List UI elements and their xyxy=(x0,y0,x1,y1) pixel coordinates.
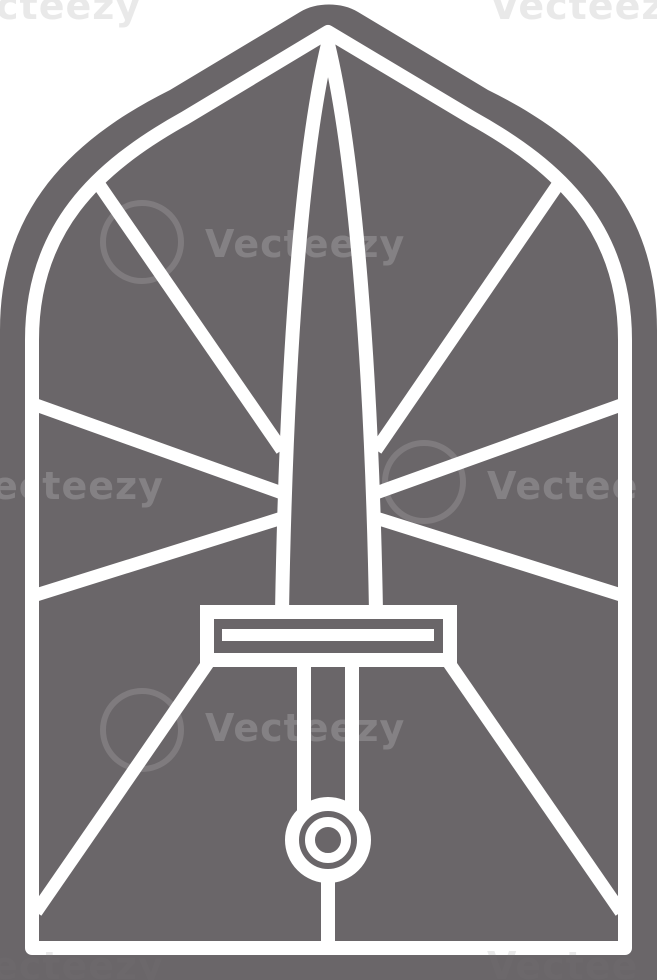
crossguard-inner-line xyxy=(222,629,434,641)
window-frame xyxy=(25,25,632,955)
pommel-center xyxy=(305,817,351,863)
radiating-lead-lines xyxy=(30,182,627,916)
dagger-grip xyxy=(297,653,359,817)
